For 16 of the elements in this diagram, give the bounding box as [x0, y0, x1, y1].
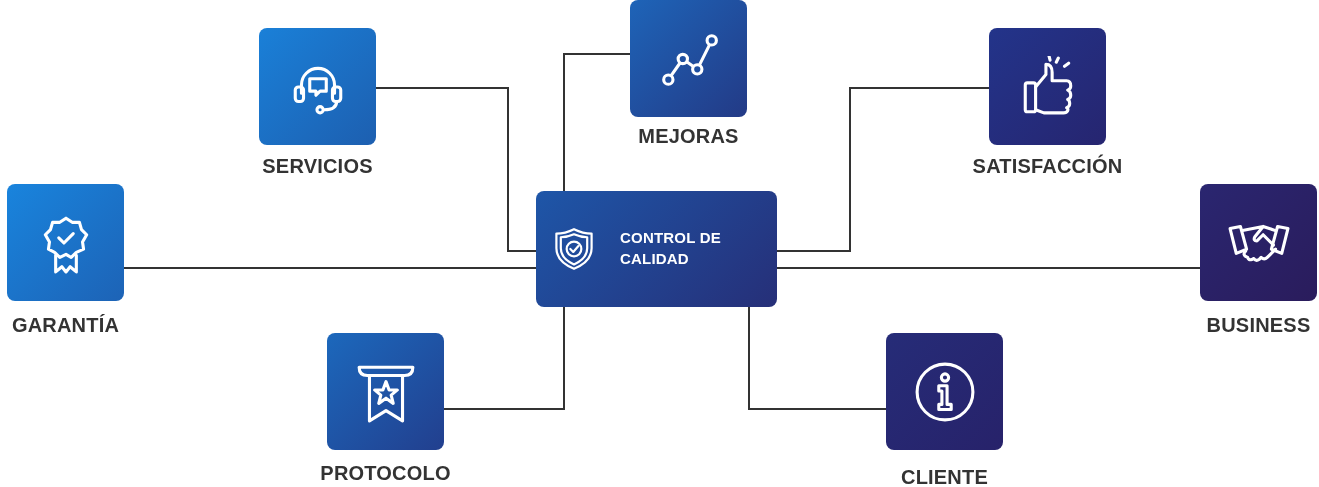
box-title: CONTROL DE CALIDAD — [620, 228, 722, 269]
process-box — [536, 191, 777, 307]
connector-line — [748, 306, 887, 410]
node-label: CLIENTE — [901, 466, 988, 487]
connector-line — [776, 87, 990, 252]
connector-line — [375, 87, 537, 252]
node-label: SERVICIOS — [262, 155, 373, 178]
node-label: SATISFACCIÓN — [972, 155, 1123, 178]
node-label: PROTOCOLO — [320, 462, 451, 485]
connector-line — [443, 306, 565, 410]
connector-line — [563, 53, 631, 192]
node-label: GARANTÍA — [11, 314, 120, 337]
node-label: BUSINESS — [1206, 314, 1311, 337]
connector-line — [123, 267, 537, 269]
node-label: MEJORAS — [638, 125, 739, 148]
connector-line — [776, 267, 1201, 269]
